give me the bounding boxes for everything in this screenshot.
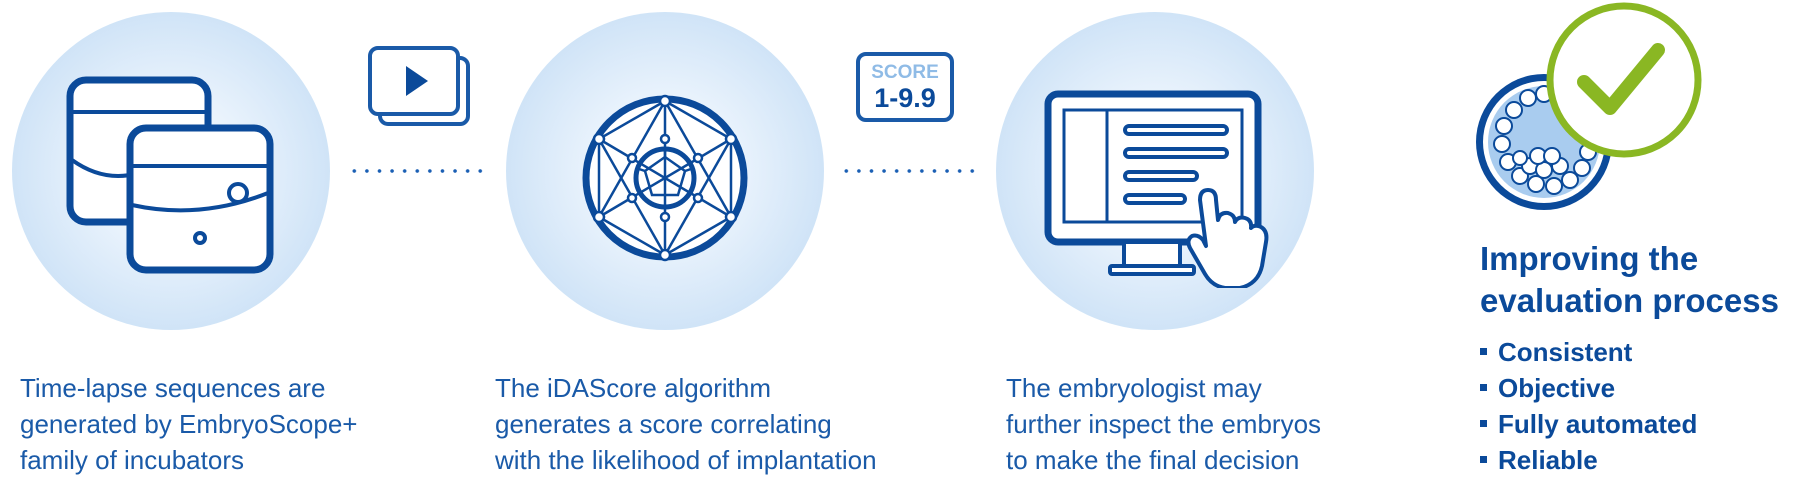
- bullet-square-icon: [1480, 455, 1487, 463]
- score-label: SCORE: [871, 62, 939, 83]
- caption-line: with the likelihood of implantation: [495, 445, 877, 475]
- caption-line: generated by EmbryoScope+: [20, 409, 358, 439]
- heading-line: evaluation process: [1480, 282, 1779, 319]
- score-badge: SCORE 1-9.9: [856, 52, 954, 122]
- score-range: 1-9.9: [874, 83, 936, 113]
- caption-line: further inspect the embryos: [1006, 409, 1322, 439]
- bullet-item: Reliable: [1480, 442, 1697, 478]
- step-3-caption: The embryologist may further inspect the…: [1006, 370, 1321, 478]
- bullet-text: Consistent: [1498, 337, 1633, 367]
- monitor-hand-icon: [1044, 90, 1269, 288]
- caption-line: generates a score correlating: [495, 409, 832, 439]
- caption-line: to make the final decision: [1006, 445, 1300, 475]
- caption-line: The embryologist may: [1006, 373, 1262, 403]
- summary-bullet-list: Consistent Objective Fully automated Rel…: [1480, 334, 1697, 478]
- step-2-caption: The iDAScore algorithm generates a score…: [495, 370, 877, 478]
- connector-dots-1: [348, 168, 488, 174]
- bullet-text: Reliable: [1498, 445, 1598, 475]
- bullet-item: Objective: [1480, 370, 1697, 406]
- bullet-item: Consistent: [1480, 334, 1697, 370]
- bullet-text: Objective: [1498, 373, 1616, 403]
- algorithm-network-icon: [582, 94, 748, 262]
- bullet-text: Fully automated: [1498, 409, 1698, 439]
- incubator-icon: [66, 76, 274, 274]
- bullet-square-icon: [1480, 347, 1487, 355]
- step-1-caption: Time-lapse sequences are generated by Em…: [20, 370, 358, 478]
- heading-line: Improving the: [1480, 240, 1699, 277]
- bullet-square-icon: [1480, 383, 1487, 391]
- connector-dots-2: [840, 168, 980, 174]
- caption-line: Time-lapse sequences are: [20, 373, 326, 403]
- bullet-square-icon: [1480, 419, 1487, 427]
- summary-heading: Improving the evaluation process: [1480, 238, 1779, 322]
- play-video-icon: [368, 46, 470, 126]
- caption-line: The iDAScore algorithm: [495, 373, 771, 403]
- bullet-item: Fully automated: [1480, 406, 1697, 442]
- caption-line: family of incubators: [20, 445, 244, 475]
- embryo-checkmark-icon: [1476, 2, 1702, 210]
